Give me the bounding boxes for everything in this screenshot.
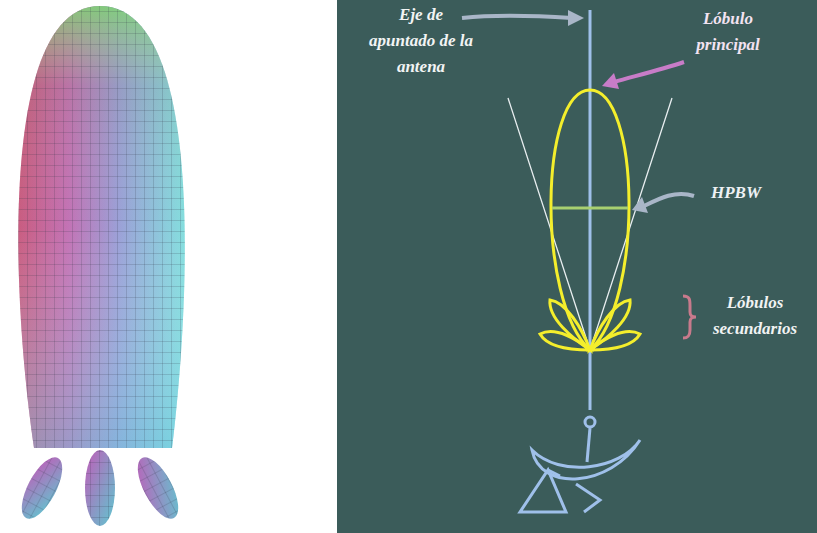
panel: [337, 0, 817, 533]
bracket: [683, 296, 696, 338]
pointer-arrow: [462, 10, 694, 213]
main-lobe-label: Lóbulo principal: [676, 6, 780, 58]
hpbw-label: HPBW: [696, 180, 776, 206]
lobe-pattern: [540, 90, 640, 350]
dish-antenna: [520, 417, 640, 512]
side-lobes-label: Lóbulos secundarios: [698, 290, 812, 342]
axis-label: Eje de apuntado de la antena: [368, 2, 474, 80]
hpbw-line: [552, 207, 628, 210]
lobe-3d: [14, 6, 187, 526]
